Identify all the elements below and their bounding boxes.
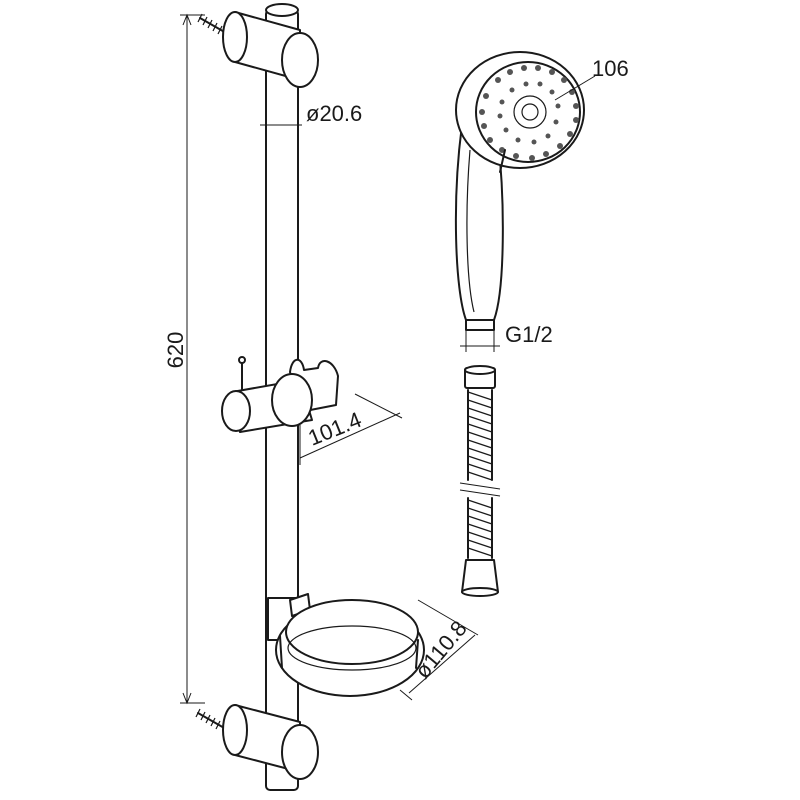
hand-shower <box>454 51 585 331</box>
rail-diameter-dimension: ø20.6 <box>260 101 362 132</box>
height-label: 620 <box>163 332 188 369</box>
bottom-wall-bracket <box>195 704 319 780</box>
height-dimension: 620 <box>163 13 205 705</box>
thread-label: G1/2 <box>505 322 553 347</box>
flexible-hose <box>459 365 501 597</box>
holder-projection-label: 101.4 <box>305 407 365 451</box>
soap-dish <box>267 593 425 697</box>
sliding-holder <box>221 356 339 433</box>
spray-face <box>479 65 579 161</box>
shower-head-dimension: 106 <box>554 56 629 101</box>
top-wall-bracket <box>197 11 319 88</box>
shower-head-label: 106 <box>592 56 629 81</box>
thread-dimension: G1/2 <box>460 322 553 352</box>
rail-diameter-label: ø20.6 <box>306 101 362 126</box>
